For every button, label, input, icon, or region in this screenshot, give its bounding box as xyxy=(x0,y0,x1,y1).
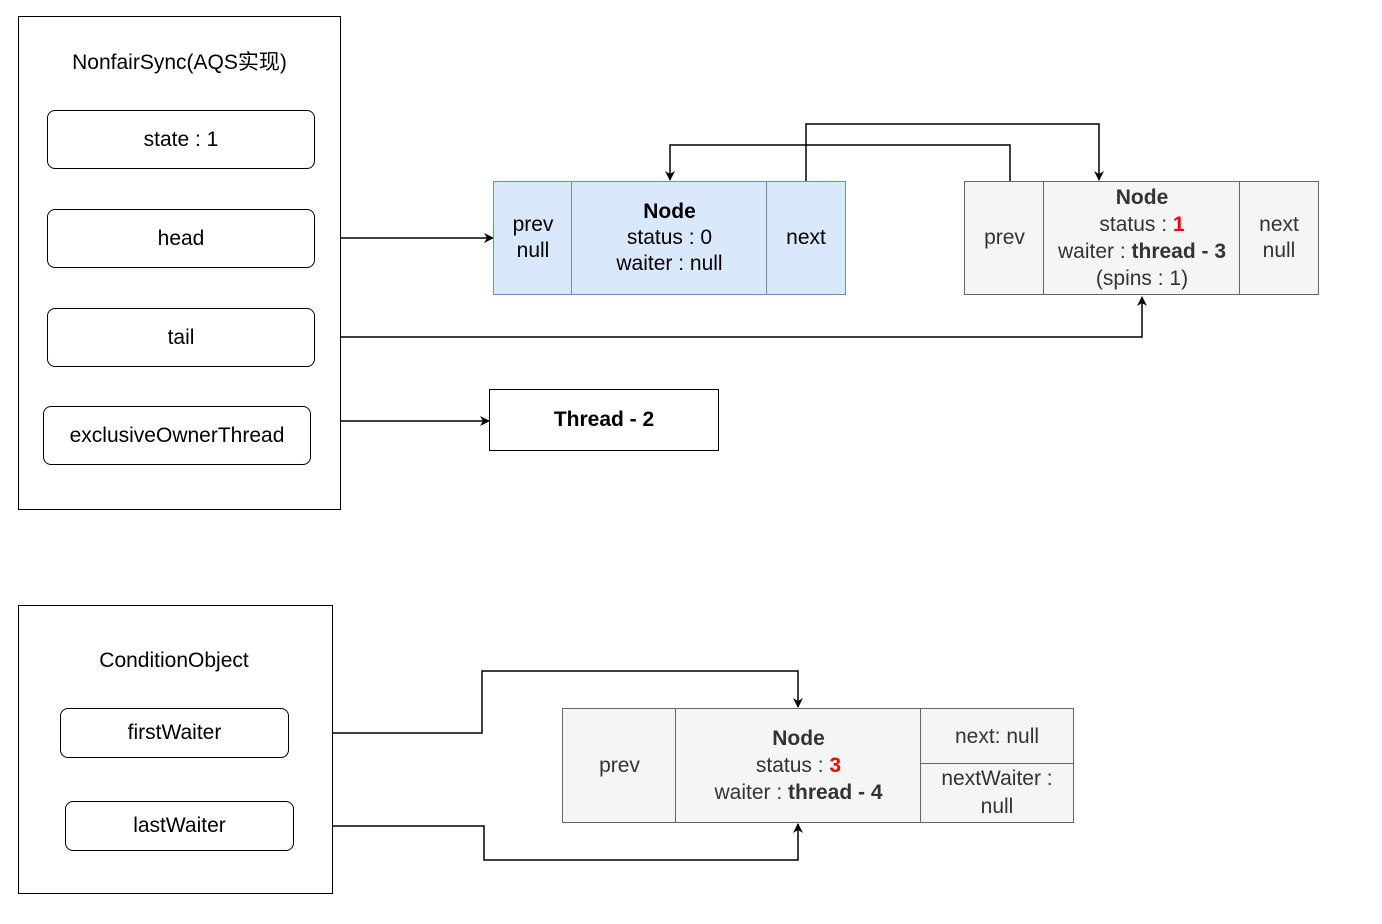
last-waiter-field: lastWaiter xyxy=(65,801,294,851)
wait-node-status: status : 1 xyxy=(1099,213,1185,236)
head-node-waiter: waiter : null xyxy=(616,252,723,275)
cond-node-body-cell: Node status : 3 waiter : thread - 4 xyxy=(675,708,922,823)
cond-node-next-label: next: null xyxy=(954,724,1040,748)
wait-node-spins: (spins : 1) xyxy=(1095,267,1189,290)
exclusive-owner-thread-field: exclusiveOwnerThread xyxy=(43,406,311,465)
head-field: head xyxy=(47,209,315,268)
cond-node-title: Node xyxy=(772,727,825,750)
wait-node-waiter-value: thread - 3 xyxy=(1131,240,1227,263)
head-node-prev-cell: prev null xyxy=(493,181,573,295)
head-node-body-cell: Node status : 0 waiter : null xyxy=(571,181,768,295)
head-node-prev-value: null xyxy=(516,239,550,262)
cond-node-prev-label: prev xyxy=(599,753,640,777)
condition-object-title: ConditionObject xyxy=(99,649,249,672)
head-node-prev-label: prev xyxy=(512,213,554,236)
cond-node-next-cell: next: null xyxy=(920,708,1074,765)
tail-field: tail xyxy=(47,308,315,367)
cond-node-status: status : 3 xyxy=(755,754,842,777)
cond-node-next-waiter-value: null xyxy=(980,795,1014,818)
arrow-last-waiter xyxy=(294,823,803,861)
first-waiter-field: firstWaiter xyxy=(60,708,289,758)
owner-thread-box: Thread - 2 xyxy=(489,389,719,451)
wait-node-title: Node xyxy=(1115,186,1169,209)
cond-node-next-waiter-cell: nextWaiter : null xyxy=(920,763,1074,823)
head-node-title: Node xyxy=(643,200,696,223)
arrow-first-waiter xyxy=(289,670,803,734)
wait-node-prev-label: prev xyxy=(984,226,1025,249)
cond-node-waiter-value: thread - 4 xyxy=(788,781,883,804)
head-node-next-cell: next xyxy=(766,181,846,295)
arrow-prev-link xyxy=(665,144,1011,181)
cond-node-status-value: 3 xyxy=(829,754,842,777)
state-field: state : 1 xyxy=(47,110,315,169)
wait-node-next-label: next xyxy=(1259,213,1299,236)
cond-node-prev-cell: prev xyxy=(562,708,677,823)
wait-node-prev-cell: prev xyxy=(964,181,1045,295)
wait-node-next-cell: next null xyxy=(1239,181,1319,295)
nonfair-sync-title: NonfairSync(AQS实现) xyxy=(72,51,287,74)
head-node-next-label: next xyxy=(786,226,826,249)
cond-node-waiter: waiter : thread - 4 xyxy=(714,781,883,804)
head-node-status: status : 0 xyxy=(626,226,713,249)
wait-node-status-value: 1 xyxy=(1172,213,1185,236)
wait-node-body-cell: Node status : 1 waiter : thread - 3 (spi… xyxy=(1043,181,1241,295)
wait-node-next-value: null xyxy=(1262,239,1296,262)
cond-node-next-waiter-label: nextWaiter : xyxy=(941,767,1053,790)
arrow-tail-to-node xyxy=(315,296,1147,338)
wait-node-waiter: waiter : thread - 3 xyxy=(1057,240,1227,263)
arrow-next-link xyxy=(805,123,1104,181)
